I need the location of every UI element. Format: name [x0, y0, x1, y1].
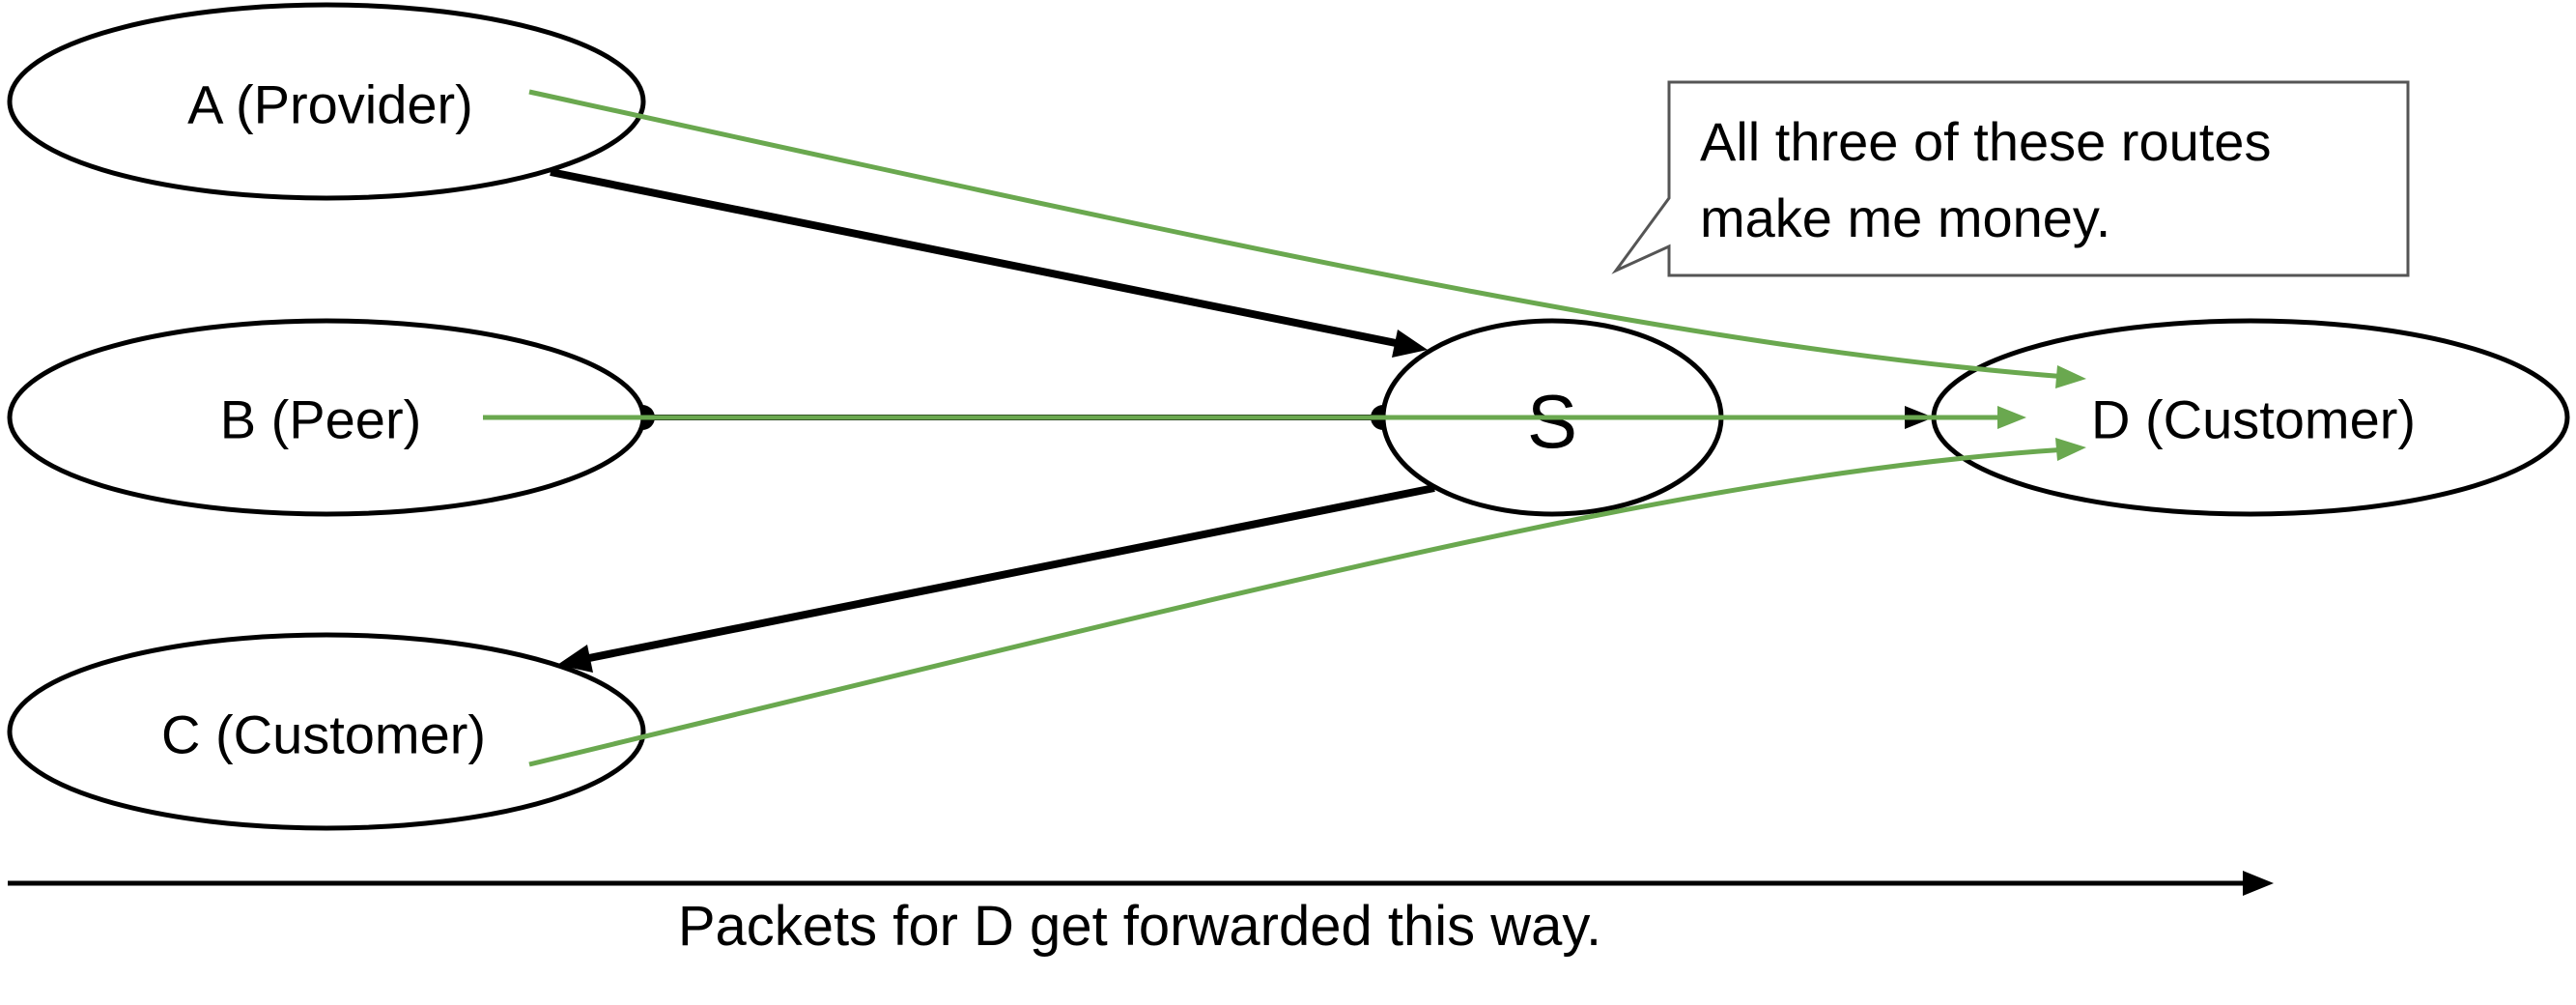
node-a-label: A (Provider): [187, 74, 473, 135]
link-s-to-c: [574, 484, 1435, 665]
node-c: C (Customer): [7, 632, 646, 831]
node-c-ellipse: [7, 632, 646, 831]
route-advertisements: [483, 89, 2086, 767]
forwarding-direction: Packets for D get forwarded this way.: [8, 871, 2274, 958]
node-d-label: D (Customer): [2091, 389, 2416, 450]
link-a-to-s: [550, 168, 1411, 350]
link-s-to-c-arrowhead: [557, 645, 593, 673]
node-s-label: S: [1527, 379, 1577, 464]
node-b-label: B (Peer): [220, 389, 422, 450]
link-a-to-s-arrowhead: [1392, 330, 1428, 358]
callout-line-2: make me money.: [1700, 187, 2110, 248]
route-c-to-d: [528, 446, 2068, 767]
callout-box: [1611, 80, 2410, 277]
callout-line-1: All three of these routes: [1700, 111, 2271, 172]
node-c-label: C (Customer): [161, 704, 486, 765]
node-d: D (Customer): [1931, 318, 2570, 517]
route-a-to-d-arrowhead: [2055, 365, 2086, 388]
route-b-to-d-arrowhead: [1997, 406, 2026, 429]
forwarding-caption: Packets for D get forwarded this way.: [678, 895, 1601, 958]
node-a: A (Provider): [7, 2, 646, 201]
route-c-to-d-arrowhead: [2055, 438, 2086, 461]
forwarding-arrowhead: [2243, 871, 2274, 896]
route-a-to-d: [528, 89, 2068, 380]
node-a-ellipse: [7, 2, 646, 201]
callout: All three of these routes make me money.: [1611, 80, 2410, 277]
